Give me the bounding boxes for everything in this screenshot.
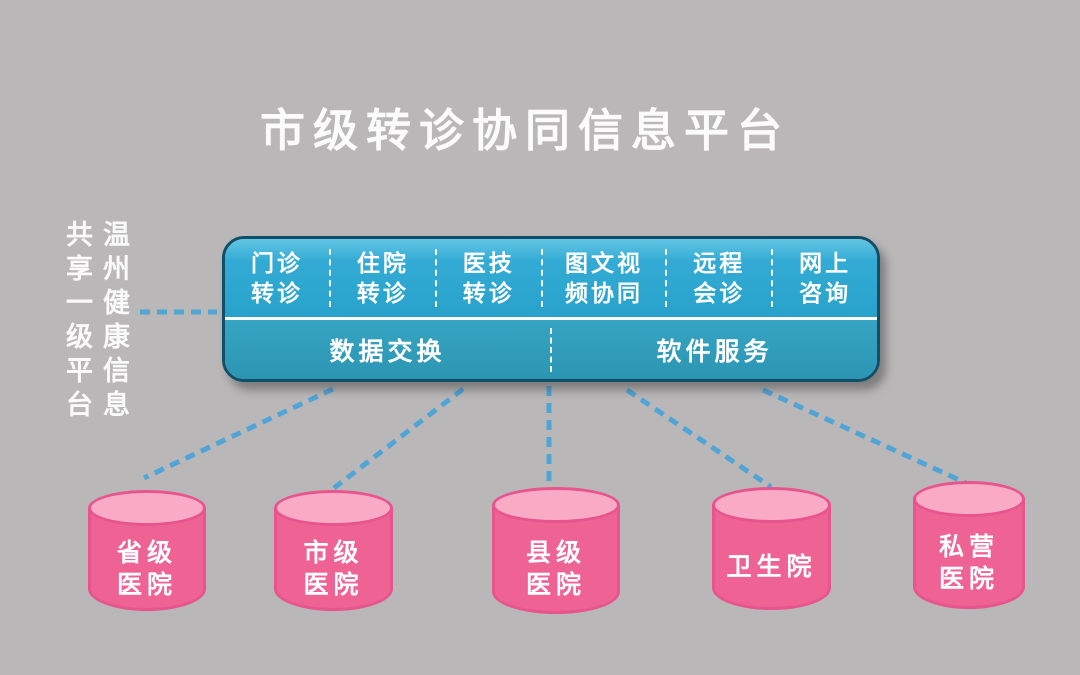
platform-services-row: 门诊 转诊 住院 转诊 医技 转诊 图文视 频协同 远程 会诊	[225, 239, 877, 320]
side-label-col-right: 温州健康信息	[99, 220, 129, 424]
service-separator	[540, 249, 543, 307]
cylinder-body	[492, 504, 620, 614]
cylinder-top-ellipse	[492, 487, 620, 523]
cylinder-label: 卫生院	[726, 552, 817, 581]
side-label: 温州健康信息 共享一级平台	[58, 220, 132, 435]
service-remote-consultation: 远程 会诊	[693, 250, 746, 306]
cylinder-top-ellipse	[712, 487, 831, 523]
connector-line-private	[761, 387, 968, 486]
hospital-cylinder-city: 市级 医院	[274, 490, 393, 611]
service-inpatient-referral: 住院 转诊	[356, 250, 409, 306]
side-label-col-left: 共享一级平台	[62, 220, 92, 424]
service-separator	[771, 249, 774, 307]
service-separator	[665, 249, 668, 307]
service-outpatient-referral: 门诊 转诊	[250, 250, 303, 306]
page-title: 市级转诊协同信息平台	[259, 105, 790, 156]
connector-line-provincial	[142, 386, 335, 481]
platform-box: 门诊 转诊 住院 转诊 医技 转诊 图文视 频协同 远程 会诊	[222, 236, 880, 382]
connector-line-city	[332, 387, 465, 490]
platform-layers-row: 数据交换 软件服务	[225, 320, 877, 379]
layer-separator	[550, 327, 552, 372]
service-medtech-referral: 医技 转诊	[462, 250, 515, 306]
cylinder-label: 市级 医院	[303, 538, 364, 599]
cylinder-top-ellipse	[274, 490, 393, 526]
cylinder-label: 私营 医院	[938, 533, 999, 593]
cylinder-top-ellipse	[88, 490, 206, 526]
service-separator	[434, 249, 437, 307]
service-online-inquiry: 网上 咨询	[799, 250, 852, 306]
hospital-cylinder-county: 县级 医院	[492, 487, 620, 614]
cylinder-label: 省级 医院	[116, 538, 177, 599]
service-av-collaboration: 图文视 频协同	[564, 250, 643, 306]
cylinder-top-ellipse	[913, 481, 1025, 517]
hospital-cylinder-private: 私营 医院	[913, 481, 1025, 609]
hospital-cylinder-provincial: 省级 医院	[88, 490, 206, 611]
cylinder-label: 县级 医院	[525, 538, 586, 599]
cylinder-body	[712, 504, 831, 610]
connector-line-health-center	[625, 387, 773, 490]
service-separator	[328, 249, 331, 307]
hospital-cylinder-health-center: 卫生院	[712, 487, 831, 610]
layer-data-exchange: 数据交换	[329, 337, 446, 366]
layer-software-service: 软件服务	[656, 337, 773, 366]
